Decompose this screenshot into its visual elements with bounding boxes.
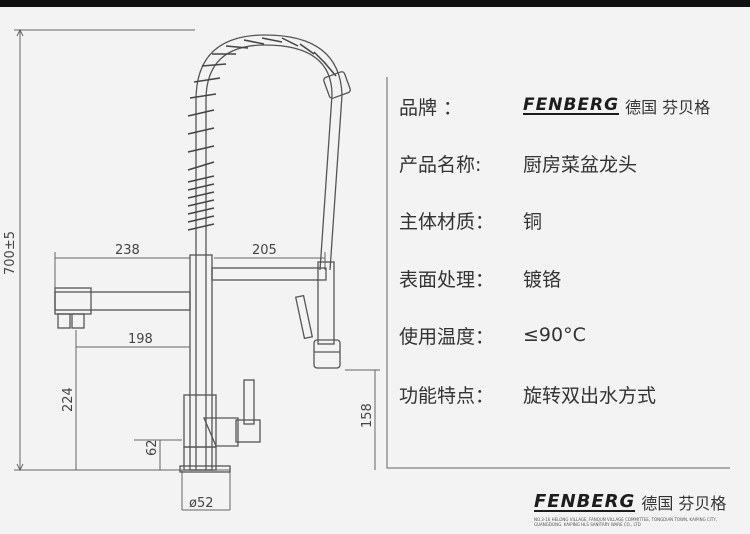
- dim-body-height: 224: [61, 387, 76, 412]
- spec-label: 主体材质：: [399, 210, 495, 233]
- spec-value: 旋转双出水方式: [523, 384, 657, 407]
- brand-cn-name: 德国 芬贝格: [625, 98, 711, 117]
- dim-lower-arm: 198: [128, 332, 153, 347]
- dim-base-diameter: ø52: [189, 496, 214, 511]
- spec-row-temperature: 使用温度： ≤90°C: [399, 320, 586, 350]
- spec-row-product-name: 产品名称: 厨房菜盆龙头: [399, 148, 637, 178]
- dim-left-arm: 238: [115, 243, 140, 258]
- spec-value: ≤90°C: [523, 324, 586, 346]
- brand-inline: FENBERG 德国 芬贝格: [523, 94, 710, 118]
- footer-brand: FENBERG 德国 芬贝格 NO.3-16 HELONG VILLAGE, F…: [534, 490, 744, 527]
- dim-right-arm: 205: [252, 243, 277, 258]
- spec-panel: 品牌 ： FENBERG 德国 芬贝格 产品名称: 厨房菜盆龙头 主体材质： 铜…: [387, 77, 730, 468]
- spec-label: 品牌 ：: [399, 96, 463, 119]
- dim-spout-height: 158: [360, 403, 375, 428]
- brand-logo: FENBERG: [523, 95, 620, 115]
- spec-row-finish: 表面处理： 镀铬: [399, 263, 561, 293]
- footer-address: NO.3-16 HELONG VILLAGE, FANQUN VILLAGE C…: [534, 517, 718, 527]
- spec-row-brand: 品牌 ： FENBERG 德国 芬贝格: [399, 91, 710, 121]
- dim-total-height: 700±5: [3, 231, 18, 275]
- spec-value: 铜: [523, 210, 543, 233]
- spec-value: 厨房菜盆龙头: [523, 153, 638, 176]
- spec-row-material: 主体材质： 铜: [399, 205, 542, 235]
- spec-label: 表面处理：: [399, 268, 495, 291]
- spec-label: 功能特点：: [399, 384, 495, 407]
- footer-logo: FENBERG: [534, 490, 636, 512]
- spec-value: 镀铬: [523, 268, 562, 291]
- dim-base-height: 62: [145, 439, 160, 456]
- top-bar: [0, 0, 750, 7]
- spec-label: 产品名称:: [399, 153, 482, 176]
- spec-row-features: 功能特点： 旋转双出水方式: [399, 379, 656, 409]
- spec-label: 使用温度：: [399, 325, 495, 348]
- footer-cn-name: 德国 芬贝格: [641, 494, 727, 513]
